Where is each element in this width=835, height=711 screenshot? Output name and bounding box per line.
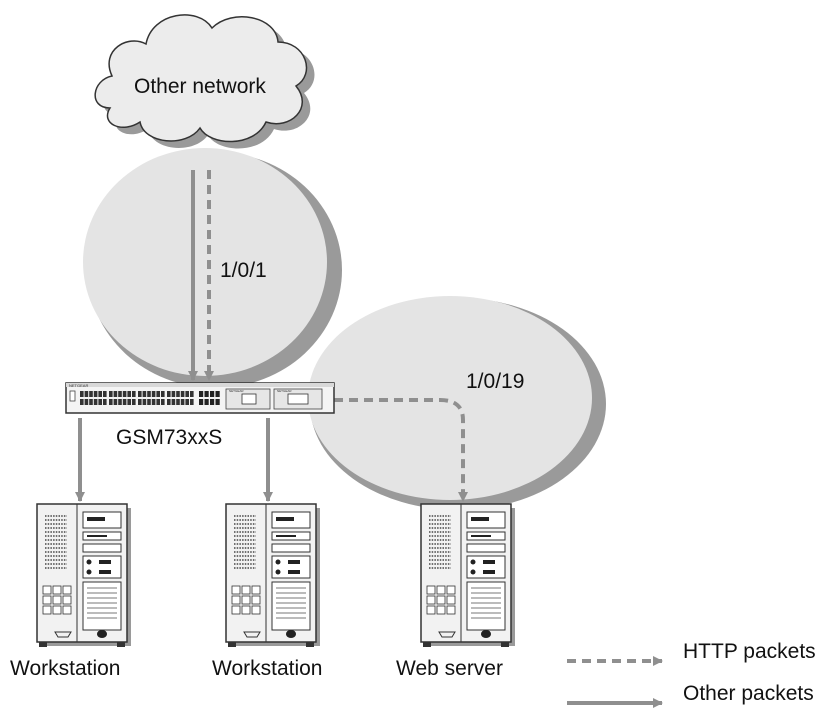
switch-port bbox=[109, 399, 113, 405]
svg-text:NETGEAR: NETGEAR bbox=[229, 389, 244, 393]
workstation-middle-tower bbox=[225, 503, 320, 647]
switch-combo-port bbox=[204, 391, 209, 397]
switch-port bbox=[151, 391, 156, 397]
svg-text:NETGEAR: NETGEAR bbox=[277, 389, 292, 393]
switch-port bbox=[103, 399, 107, 405]
switch-port bbox=[161, 399, 165, 405]
cloud-other-network: Other network bbox=[94, 14, 315, 149]
switch-port bbox=[142, 391, 147, 397]
switch-port bbox=[185, 399, 189, 405]
switch-port bbox=[180, 399, 185, 405]
web-server-label: Web server bbox=[396, 657, 503, 680]
web-server-tower bbox=[420, 503, 515, 647]
switch-port bbox=[113, 399, 118, 405]
switch-port bbox=[103, 391, 107, 397]
switch-power-led bbox=[69, 390, 76, 402]
switch-port bbox=[151, 399, 156, 405]
switch-combo-port bbox=[215, 399, 220, 405]
switch-brand: NETGEAR bbox=[69, 383, 88, 388]
switch-port bbox=[93, 391, 98, 397]
switch-port bbox=[80, 391, 84, 397]
switch-port bbox=[190, 399, 194, 405]
switch-port bbox=[176, 399, 180, 405]
switch-port bbox=[98, 391, 102, 397]
switch-port bbox=[109, 391, 113, 397]
switch-port bbox=[84, 399, 89, 405]
switch-port bbox=[167, 399, 171, 405]
switch-port bbox=[122, 399, 127, 405]
port-label-uplink: 1/0/1 bbox=[220, 259, 267, 282]
switch-combo-port bbox=[210, 399, 215, 405]
switch-port bbox=[147, 399, 151, 405]
switch-port bbox=[118, 391, 122, 397]
switch-port bbox=[132, 399, 136, 405]
switch-port bbox=[93, 399, 98, 405]
workstation-left-label: Workstation bbox=[10, 657, 121, 680]
computers bbox=[36, 503, 515, 647]
switch-combo-port bbox=[210, 391, 215, 397]
port-label-server: 1/0/19 bbox=[466, 370, 524, 393]
switch-port bbox=[84, 391, 89, 397]
legend-http-label: HTTP packets bbox=[683, 640, 816, 663]
connections bbox=[75, 170, 468, 502]
switch-port bbox=[98, 399, 102, 405]
switch-port bbox=[89, 391, 93, 397]
workstation-middle-label: Workstation bbox=[212, 657, 323, 680]
switch-combo-port bbox=[204, 399, 209, 405]
switch-port bbox=[89, 399, 93, 405]
switch-device: NETGEAR NETGEAR NETGEAR bbox=[65, 382, 335, 414]
switch-port bbox=[113, 391, 118, 397]
switch-port bbox=[80, 399, 84, 405]
switch-port bbox=[176, 391, 180, 397]
legend: HTTP packets Other packets bbox=[567, 640, 816, 708]
switch-port bbox=[190, 391, 194, 397]
switch-port bbox=[127, 391, 131, 397]
switch-port bbox=[122, 391, 127, 397]
switch-port bbox=[118, 399, 122, 405]
switch-port bbox=[171, 391, 176, 397]
switch-port-bank bbox=[80, 391, 220, 405]
switch-port bbox=[180, 391, 185, 397]
switch-combo-port bbox=[199, 391, 204, 397]
switch-port bbox=[156, 399, 160, 405]
switch-combo-port bbox=[215, 391, 220, 397]
switch-port bbox=[171, 399, 176, 405]
switch-port bbox=[156, 391, 160, 397]
switch-port bbox=[138, 399, 142, 405]
cloud-label: Other network bbox=[134, 75, 266, 98]
switch-port bbox=[185, 391, 189, 397]
web-server-http-arrow bbox=[334, 398, 468, 502]
switch-port bbox=[138, 391, 142, 397]
switch-combo-port bbox=[199, 399, 204, 405]
switch-port bbox=[127, 399, 131, 405]
switch-port bbox=[132, 391, 136, 397]
workstation-left-tower bbox=[36, 503, 131, 647]
switch-port bbox=[147, 391, 151, 397]
uplink-zone bbox=[83, 148, 342, 388]
switch-port bbox=[161, 391, 165, 397]
switch-port bbox=[167, 391, 171, 397]
switch-label: GSM73xxS bbox=[116, 426, 222, 449]
legend-other-label: Other packets bbox=[683, 682, 814, 705]
switch-port bbox=[142, 399, 147, 405]
